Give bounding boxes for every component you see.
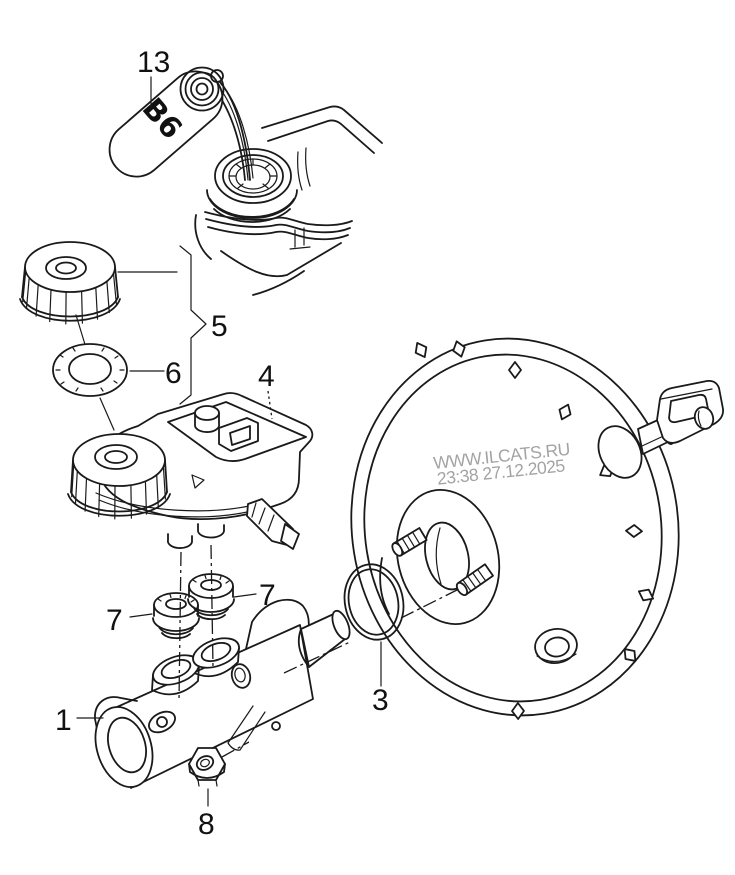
part-label-6[interactable]: 6 — [165, 357, 182, 390]
servo-vacuum-port — [533, 626, 580, 666]
callouts: 13 5 6 4 7 7 1 8 3 — [55, 46, 389, 841]
o-ring-drawing — [338, 559, 411, 645]
brake-servo-drawing — [324, 315, 723, 739]
part-label-7-left[interactable]: 7 — [106, 604, 123, 637]
assembly-axis-line — [211, 545, 213, 667]
leader-line — [234, 594, 256, 597]
cap-seal-drawing — [53, 344, 164, 430]
pushrod-clevis — [657, 381, 723, 443]
fluid-reservoir-drawing — [68, 391, 312, 549]
part-label-3[interactable]: 3 — [372, 684, 389, 717]
servo-shell-line — [380, 558, 389, 614]
servo-pushrod — [590, 381, 723, 485]
reservoir-port — [168, 534, 192, 548]
hex-nut-drawing — [189, 748, 225, 786]
reservoir-cap-drawing — [20, 242, 177, 374]
pushrod-boot — [590, 419, 650, 485]
part-label-5[interactable]: 5 — [211, 310, 228, 343]
reservoir-seal-left — [153, 593, 199, 638]
part-label-7-right[interactable]: 7 — [259, 579, 276, 612]
reservoir-port — [198, 524, 224, 538]
servo-hub — [383, 479, 513, 635]
part-label-13[interactable]: 13 — [137, 46, 170, 79]
group-bracket — [180, 246, 206, 404]
part-label-1[interactable]: 1 — [55, 704, 72, 737]
leader-line — [130, 614, 152, 617]
servo-stud — [390, 528, 426, 558]
assembly-axis-line — [284, 589, 459, 673]
part-label-4[interactable]: 4 — [258, 360, 275, 393]
assembly-axis-line — [222, 742, 249, 757]
b6-tag-drawing: B6 — [98, 60, 233, 187]
level-sensor — [195, 406, 219, 420]
reservoir-top-view-drawing — [195, 106, 382, 295]
master-cylinder-drawing — [86, 600, 353, 794]
servo-rim-clips — [412, 340, 656, 720]
servo-stud — [455, 564, 493, 597]
part-label-8[interactable]: 8 — [198, 808, 215, 841]
